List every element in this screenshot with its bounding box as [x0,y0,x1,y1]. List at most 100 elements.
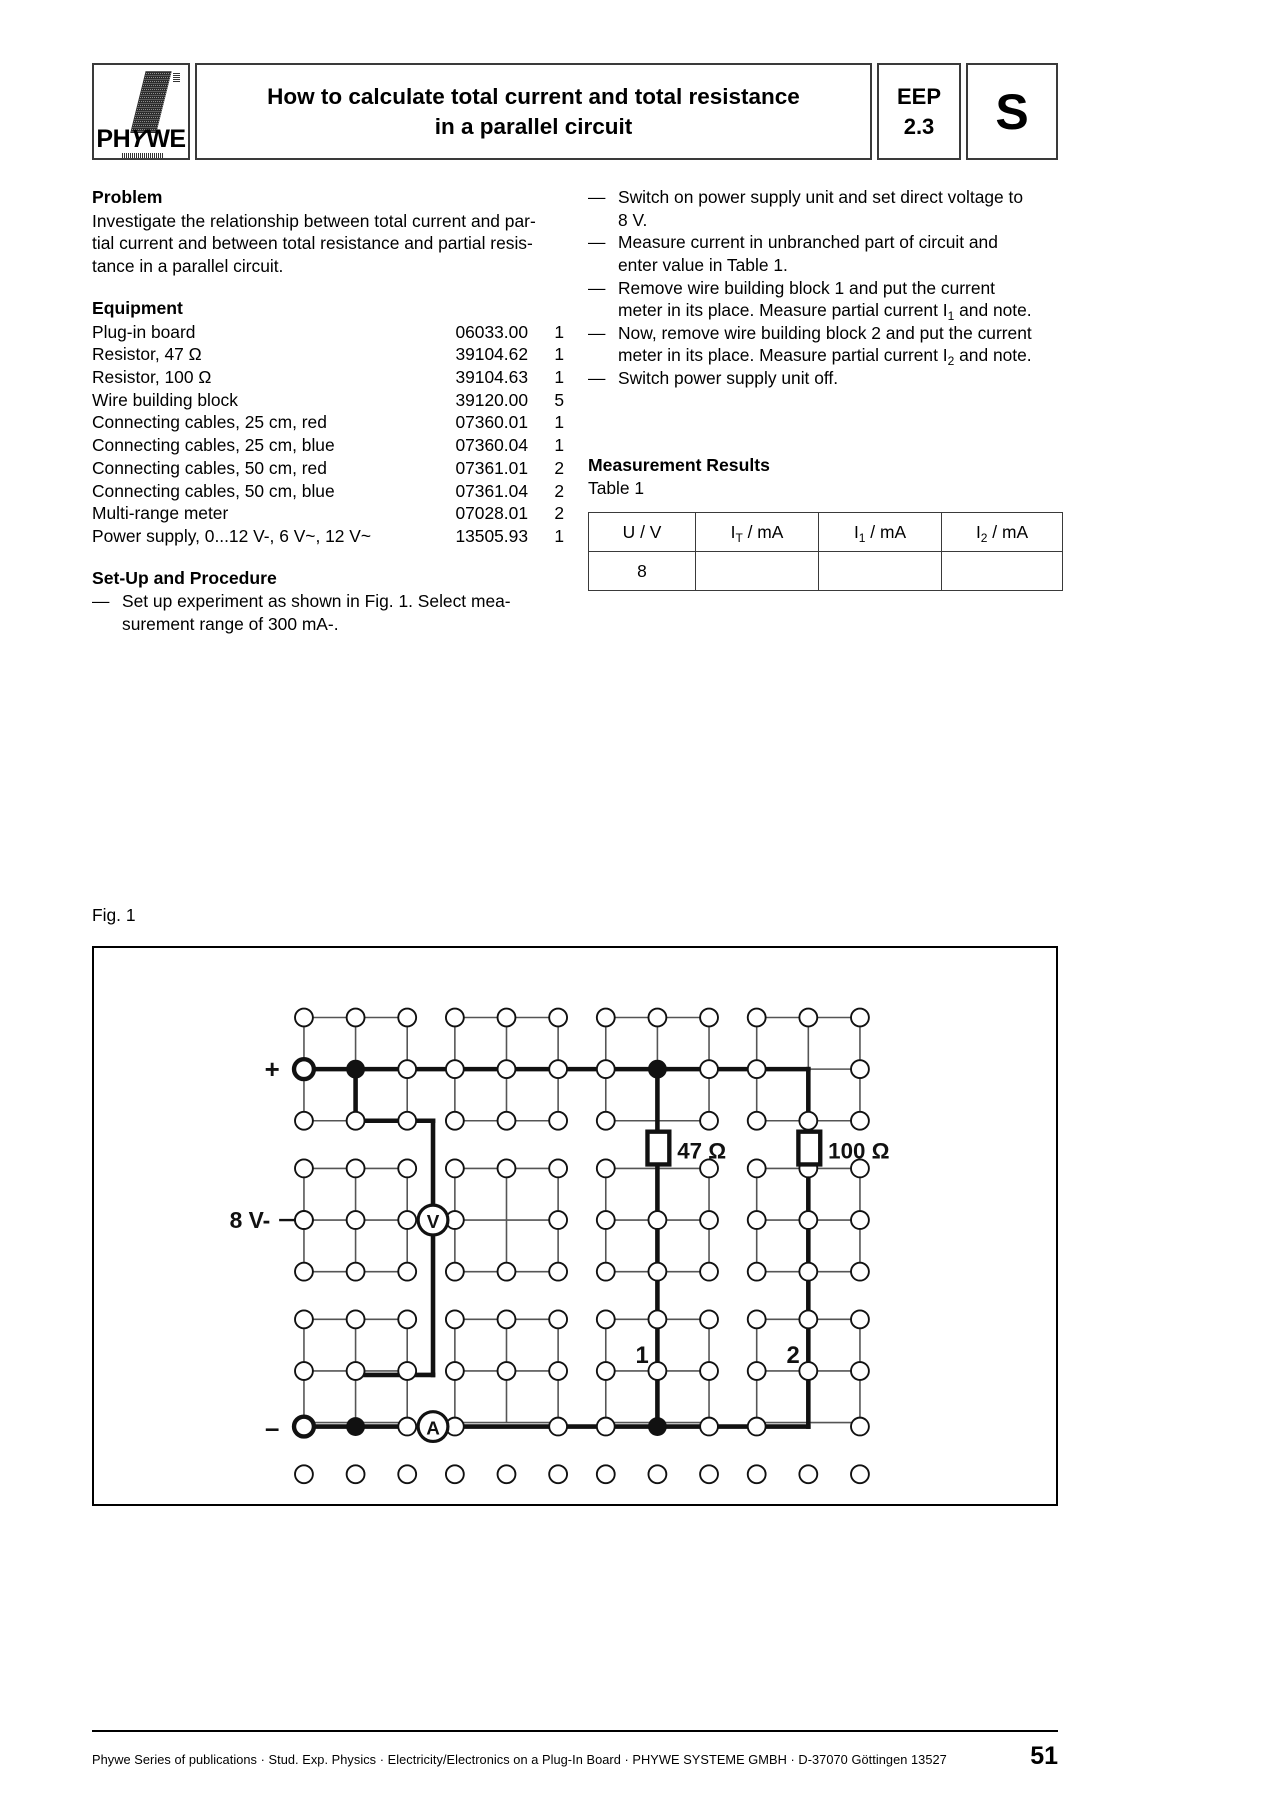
equipment-name: Power supply, 0...12 V-, 6 V~, 12 V~ [92,525,372,546]
plus-terminal-label: + [265,1056,280,1084]
procedure-steps-list: — Switch on power supply unit and set di… [588,186,1058,390]
list-item: — Switch power supply unit off. [588,367,1058,390]
equipment-qty: 1 [554,435,564,456]
terminal-positive [291,1057,317,1082]
procedure-step-line-1: Remove wire building block 1 and put the… [618,277,996,298]
equipment-code: 13505.93 [455,525,528,546]
dash-bullet: — [92,591,110,612]
column-header-current-2: I2 / mA [941,512,1063,553]
equipment-qty: 1 [554,344,564,365]
procedure-step-text: Remove wire building block 1 and put the… [618,277,1058,324]
setup-step-text: Set up experiment as shown in Fig. 1. Se… [122,590,564,635]
table-row: Multi-range meter 07028.01 2 [92,502,564,525]
equipment-code: 39120.00 [455,389,528,410]
spacer [92,278,564,297]
equipment-qty: 1 [554,412,564,433]
junction-dot [647,1417,667,1436]
logo-wordmark: PHYWE [96,125,186,153]
equipment-qty: 1 [554,367,564,387]
problem-line-1: Investigate the relationship between tot… [92,210,536,231]
resistor-47-ohm: 47 Ω [645,1129,726,1167]
equipment-name: Plug-in board [92,321,196,342]
procedure-step-text: Switch power supply unit off. [618,368,839,388]
equipment-code: 07360.01 [455,412,528,433]
cell-current-2-value[interactable] [941,551,1063,592]
junction-dot [346,1417,366,1436]
page-footer: Phywe Series of publications · Stud. Exp… [92,1742,1058,1771]
equipment-name: Connecting cables, 25 cm, blue [92,435,335,456]
terminal-negative [291,1414,317,1439]
supply-terminals [279,1057,317,1439]
procedure-step-text: Now, remove wire building block 2 and pu… [618,322,1058,369]
table-row: 8 [588,551,1063,592]
page-number: 51 [1030,1742,1058,1770]
list-item: — Set up experiment as shown in Fig. 1. … [92,590,564,635]
section-letter: S [995,83,1029,140]
equipment-name: Connecting cables, 50 cm, red [92,457,327,478]
setup-step-line-2: surement range of 300 mA-. [122,614,339,635]
cell-total-current-value[interactable] [695,551,819,592]
subscript: 2 [980,530,988,545]
list-item: — Measure current in unbranched part of … [588,231,1058,276]
equipment-name: Connecting cables, 50 cm, blue [92,480,335,501]
measurement-table-body: U / V IT / mA I1 / mA I2 / mA 8 [588,512,1063,592]
circuit-junctions [346,1059,667,1436]
setup-step-line-1: Set up experiment as shown in Fig. 1. Se… [122,591,511,612]
left-column: Problem Investigate the relationship bet… [92,186,564,636]
column-header-total-current: IT / mA [695,512,819,553]
block-1-label: 1 [636,1342,649,1369]
experiment-code-box: EEP 2.3 [877,63,961,160]
dash-bullet: — [588,232,606,253]
list-item: — Now, remove wire building block 2 and … [588,322,1058,369]
block-2-label: 2 [786,1342,799,1369]
column-header-current-1: I1 / mA [818,512,942,553]
voltmeter: V [416,1203,450,1237]
procedure-step-text: Measure current in unbranched part of ci… [618,231,1058,276]
resistor-100-ohm: 100 Ω [796,1129,890,1167]
footer-rule [92,1730,1058,1732]
ammeter: A [416,1410,450,1444]
setup-heading: Set-Up and Procedure [92,567,277,588]
equipment-name: Connecting cables, 25 cm, red [92,412,327,433]
right-column: — Switch on power supply unit and set di… [588,186,1063,592]
cell-voltage-value[interactable]: 8 [588,551,696,592]
equipment-code: 07028.01 [455,503,528,524]
results-heading: Measurement Results [588,454,770,475]
procedure-step-line-1: Now, remove wire building block 2 and pu… [618,322,1032,343]
equipment-heading: Equipment [92,297,183,318]
current-subscript: 2 [947,354,955,369]
procedure-step-line-2: 8 V. [618,209,648,230]
procedure-step-line-2-post: and note. [954,300,1032,321]
voltmeter-label: V [427,1211,440,1232]
equipment-qty: 2 [554,457,564,478]
procedure-step-line-2-pre: meter in its place. Measure partial curr… [618,345,948,366]
equipment-name: Wire building block [92,389,238,410]
footer-text: Phywe Series of publications · Stud. Exp… [92,1752,947,1767]
equipment-name: Resistor, 47 Ω [92,344,202,365]
cell-current-1-value[interactable] [818,551,942,592]
logo-underbar [122,153,164,158]
spacer [588,390,1058,454]
dash-bullet: — [588,277,606,298]
equipment-qty: 2 [554,503,564,524]
problem-text: Investigate the relationship between tot… [92,210,564,278]
section-letter-box: S [966,63,1058,160]
equipment-code: 07361.01 [455,457,528,478]
terminal-voltage [294,1210,314,1230]
equipment-name: Multi-range meter [92,503,229,524]
minus-terminal-label: – [265,1414,279,1442]
procedure-step-line-2: enter value in Table 1. [618,254,788,275]
subscript: 1 [858,530,866,545]
equipment-name: Resistor, 100 Ω [92,367,212,387]
table-row: Power supply, 0...12 V-, 6 V~, 12 V~ 1350… [92,525,564,548]
figure-1-circuit-diagram: 47 Ω 100 Ω V A + – 8 V- 1 2 [92,946,1058,1506]
equipment-qty: 5 [554,389,564,410]
spacer [92,548,564,567]
procedure-step-line-2: meter in its place. Measure partial curr… [618,344,1032,369]
